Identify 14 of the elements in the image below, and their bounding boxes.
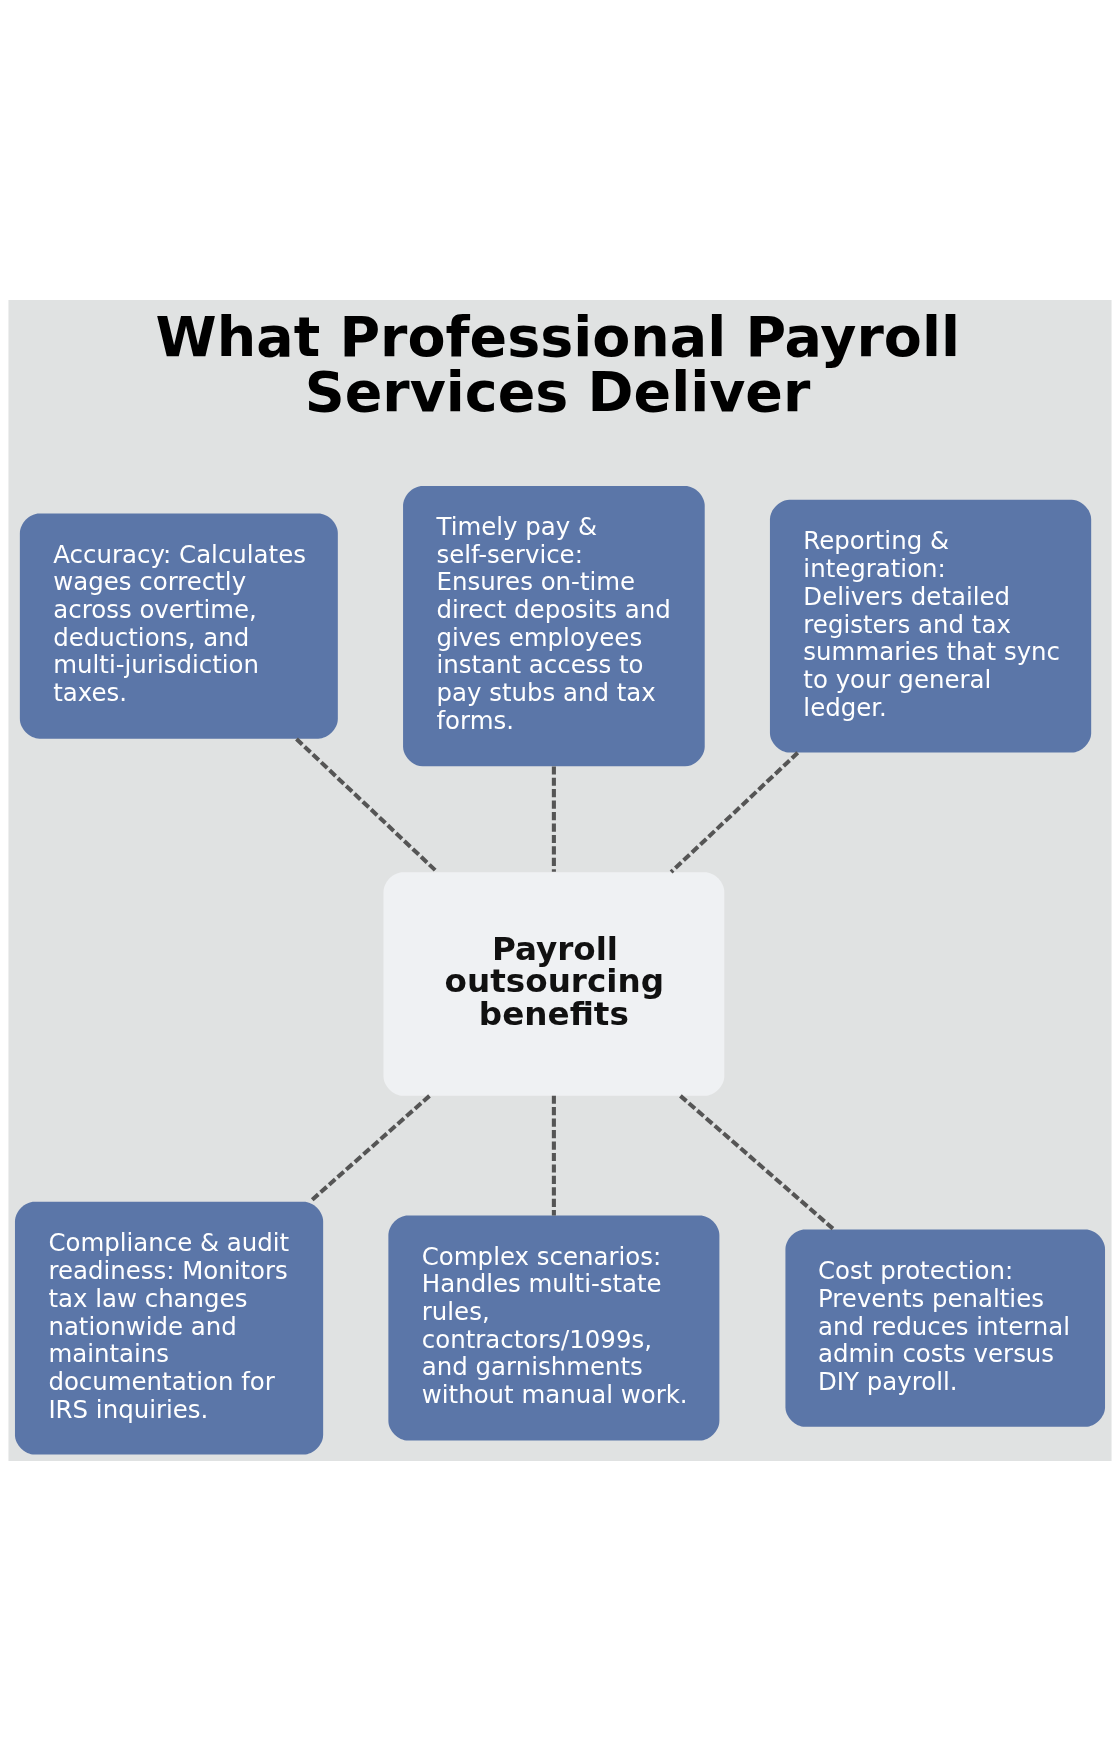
node-box: Complex scenarios: Handles multi-state rules, contractors/1099s, and garnishments without manual work. bbox=[388, 1215, 720, 1441]
diagram-title: What Professional Payroll Services Deliver bbox=[155, 304, 960, 424]
node-box: Reporting & integration: Delivers detailed registers and tax summaries that sync to your general ledger. bbox=[769, 499, 1092, 752]
connector bbox=[669, 750, 800, 874]
connector bbox=[295, 737, 439, 874]
node-box: Cost protection: Prevents penalties and reduces internal admin costs versus DIY payroll. bbox=[785, 1228, 1106, 1427]
connector bbox=[309, 1093, 431, 1203]
node-box: Compliance & audit readiness: Monitors tax law changes nationwide and maintains documentation for IRS inquiries. bbox=[14, 1201, 324, 1454]
connector bbox=[551, 1095, 556, 1215]
connector bbox=[679, 1093, 835, 1231]
node-box: Payroll outsourcing benefits bbox=[383, 871, 725, 1096]
node-box: Timely pay & self-service: Ensures on-time direct deposits and gives employees instant access to pay stubs and tax forms. bbox=[403, 485, 705, 766]
node-box: Accuracy: Calculates wages correctly across overtime, deductions, and multi-jurisdiction taxes. bbox=[19, 513, 338, 739]
connector bbox=[551, 765, 556, 872]
